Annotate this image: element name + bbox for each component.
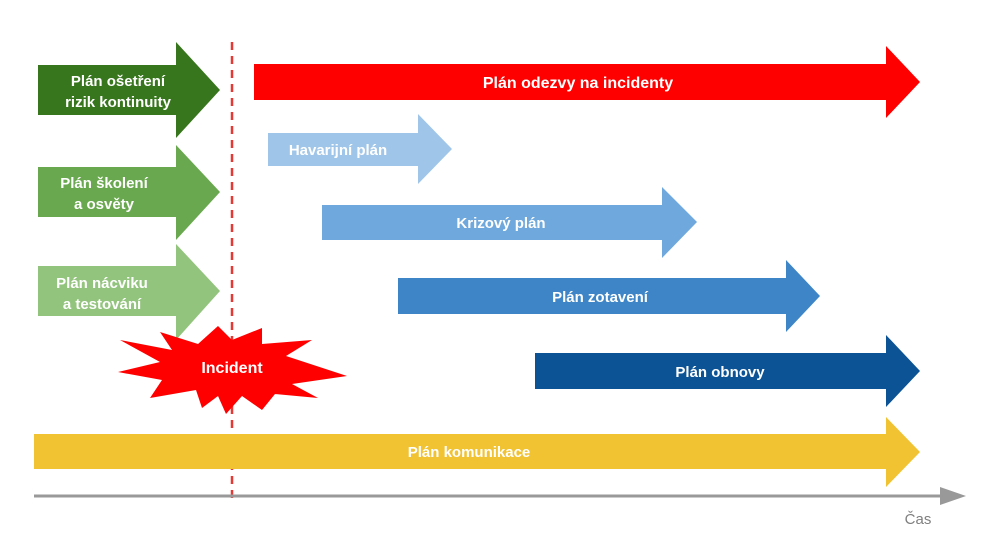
risk-treatment-label-line2: rizik kontinuity — [65, 94, 172, 111]
exercise-label-line2: a testování — [63, 296, 142, 313]
arrow-exercise-plan: Plán nácviku a testování — [38, 244, 220, 340]
communication-plan-label: Plán komunikace — [408, 444, 531, 461]
incident-label: Incident — [201, 360, 263, 377]
arrow-risk-treatment-plan: Plán ošetření rizik kontinuity — [38, 42, 220, 138]
training-label-line1: Plán školení — [60, 175, 148, 192]
time-axis: Čas — [34, 487, 966, 528]
arrow-crisis-plan: Krizový plán — [322, 187, 697, 258]
arrow-emergency-plan: Havarijní plán — [268, 114, 452, 184]
restoration-plan-label: Plán obnovy — [675, 364, 765, 381]
recovery-plan-label: Plán zotavení — [552, 289, 649, 306]
crisis-plan-label: Krizový plán — [456, 215, 545, 232]
incident-response-label: Plán odezvy na incidenty — [483, 75, 673, 92]
emergency-plan-label: Havarijní plán — [289, 142, 387, 159]
incident-burst: Incident — [118, 326, 347, 414]
arrow-communication-plan: Plán komunikace — [34, 417, 920, 487]
training-label-line2: a osvěty — [74, 196, 135, 213]
arrow-training-plan: Plán školení a osvěty — [38, 145, 220, 240]
arrow-incident-response-plan: Plán odezvy na incidenty — [254, 46, 920, 118]
exercise-label-line1: Plán nácviku — [56, 275, 148, 292]
arrow-recovery-plan: Plán zotavení — [398, 260, 820, 332]
risk-treatment-label-line1: Plán ošetření — [71, 73, 166, 90]
time-axis-label: Čas — [905, 511, 932, 528]
arrow-restoration-plan: Plán obnovy — [535, 335, 920, 407]
